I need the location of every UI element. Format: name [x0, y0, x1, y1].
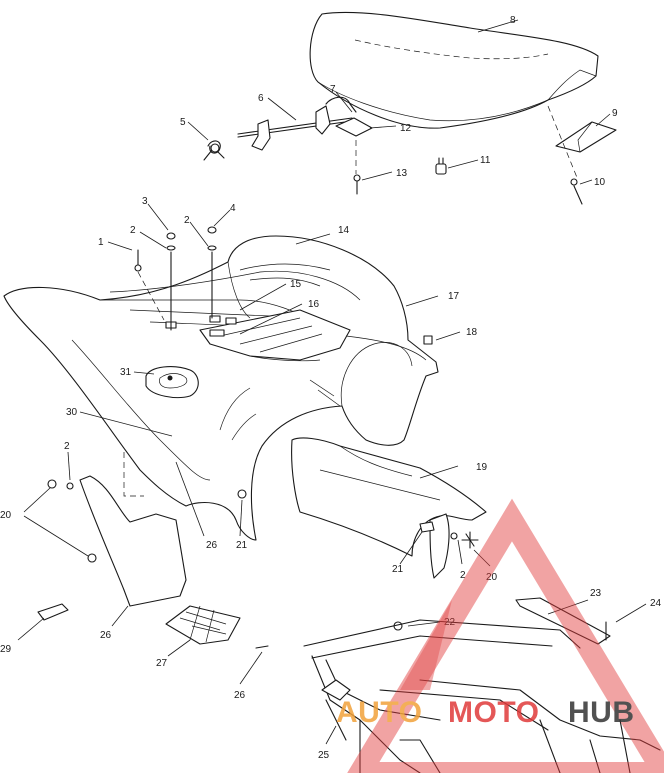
callout-11: 11	[480, 155, 491, 166]
latch-rod-6-part	[237, 96, 357, 151]
screw-10-part	[570, 178, 583, 205]
side-panel-19-part	[291, 437, 487, 557]
callout-20-b: 20	[486, 572, 498, 583]
callout-4: 4	[230, 203, 236, 214]
callout-7: 7	[330, 84, 336, 95]
cap-31-part	[145, 366, 199, 399]
callout-10: 10	[594, 177, 606, 188]
callout-6: 6	[258, 93, 264, 104]
callout-29: 29	[0, 644, 12, 655]
callout-17: 17	[448, 291, 460, 302]
clip-18-part	[423, 335, 433, 345]
screw-13-part	[353, 174, 361, 195]
small-flap-part	[429, 513, 450, 579]
watermark-text-hub: HUB	[568, 696, 635, 729]
callout-24: 24	[650, 598, 662, 609]
bracket-29-part	[37, 603, 69, 621]
spring-5-part	[203, 140, 225, 161]
seat-bracket-part	[555, 121, 617, 153]
callout-22: 22	[444, 617, 456, 628]
watermark-logo: AUTO MOTO HUB	[336, 498, 664, 773]
callout-8: 8	[510, 15, 516, 26]
callout-labels: 8 9 10 11 12 13 6 7 5 3 4 2 2 1 14 15 16…	[0, 15, 662, 761]
callout-31: 31	[120, 367, 132, 378]
screw-26-part	[255, 645, 269, 649]
callout-21-a: 21	[236, 540, 248, 551]
bolt-1-path	[137, 271, 165, 321]
callout-13: 13	[396, 168, 408, 179]
clip-11-part	[435, 157, 447, 175]
fastener-group-right	[237, 489, 479, 549]
callout-2-d: 2	[460, 570, 466, 581]
callout-25: 25	[318, 750, 330, 761]
callout-20-a: 20	[0, 510, 12, 521]
callout-2-b: 2	[184, 215, 190, 226]
callout-26-c: 26	[234, 690, 246, 701]
callout-9: 9	[612, 108, 618, 119]
watermark-text-moto: MOTO	[448, 696, 539, 729]
bolt-4-part	[207, 226, 217, 319]
bolt-3-part	[166, 232, 176, 331]
callout-14: 14	[338, 225, 350, 236]
callout-3: 3	[142, 196, 148, 207]
callout-16: 16	[308, 299, 320, 310]
callout-18: 18	[466, 327, 478, 338]
callout-2-c: 2	[64, 441, 70, 452]
fastener-group-left	[23, 479, 97, 563]
callout-30: 30	[66, 407, 78, 418]
rear-fender-part	[3, 235, 439, 541]
callout-12: 12	[400, 123, 412, 134]
plate-12-part	[335, 117, 373, 137]
mud-flap-part	[79, 452, 187, 607]
callout-19: 19	[476, 462, 488, 473]
callout-26-a: 26	[206, 540, 218, 551]
callout-2-a: 2	[130, 225, 136, 236]
footrest-27-part	[165, 605, 241, 645]
bracket-23-part	[515, 597, 611, 645]
callout-26-b: 26	[100, 630, 112, 641]
seat-bolt-path	[547, 105, 579, 181]
frame-part	[303, 619, 661, 773]
callout-27: 27	[156, 658, 168, 669]
callout-1: 1	[98, 237, 104, 248]
callout-23: 23	[590, 588, 602, 599]
leader-lines	[17, 19, 647, 745]
callout-21-b: 21	[392, 564, 404, 575]
seat-part	[309, 11, 599, 129]
callout-5: 5	[180, 117, 186, 128]
bolt-1-part	[134, 249, 142, 272]
callout-15: 15	[290, 279, 302, 290]
watermark-text-auto: AUTO	[336, 696, 422, 729]
